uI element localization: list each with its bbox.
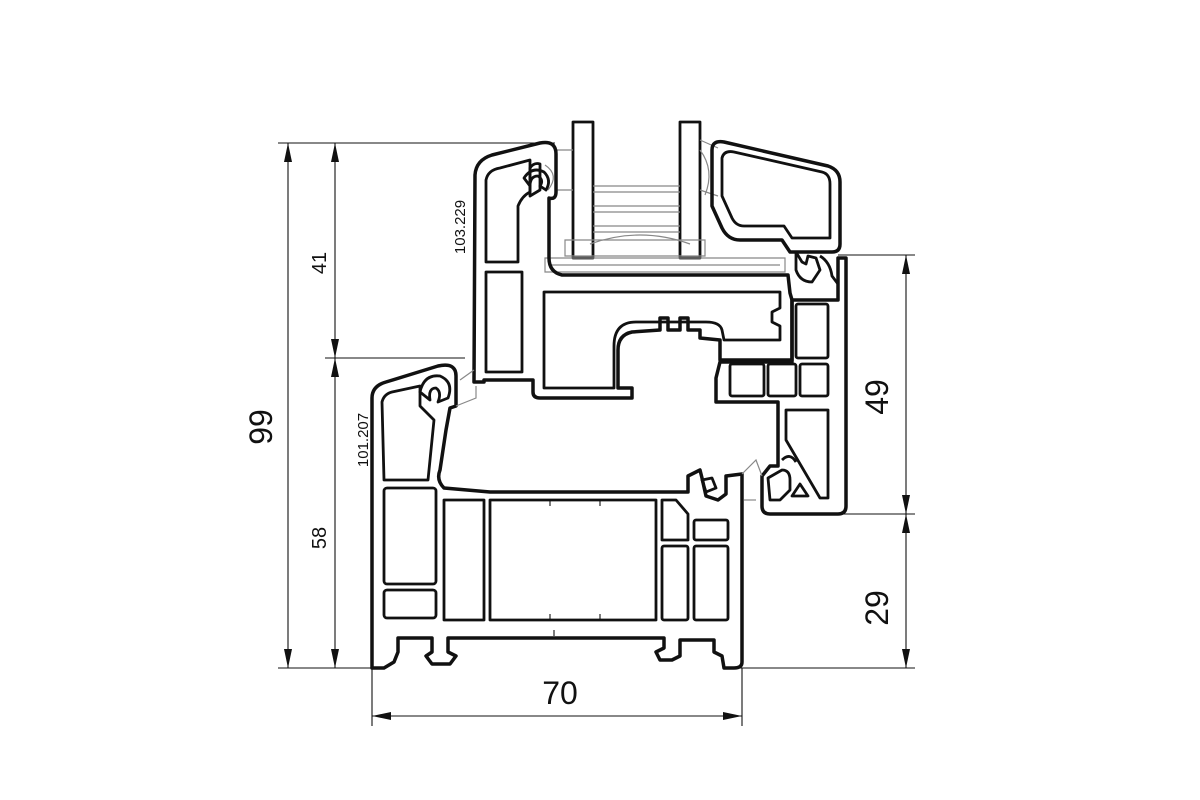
gasket-lines	[455, 369, 763, 501]
frame-profile	[370, 363, 744, 670]
glazing-unit	[544, 120, 786, 273]
sash-profile	[472, 140, 794, 400]
glass-pane-inner	[678, 120, 702, 260]
dim-label-lower-height: 58	[309, 527, 331, 549]
dimension-lines	[278, 142, 915, 726]
glass-pane-outer	[571, 120, 595, 260]
dim-label-width: 70	[542, 675, 578, 711]
dim-label-right-lower: 29	[859, 590, 895, 626]
glazing-bead	[710, 139, 842, 285]
frame-right-side	[714, 256, 848, 516]
dim-label-upper-height: 41	[309, 252, 331, 274]
profile-code-frame: 101.207	[355, 413, 372, 467]
dim-label-total-height: 99	[243, 409, 279, 445]
dim-label-right-upper: 49	[859, 379, 895, 415]
profile-code-sash: 103.229	[452, 200, 469, 254]
